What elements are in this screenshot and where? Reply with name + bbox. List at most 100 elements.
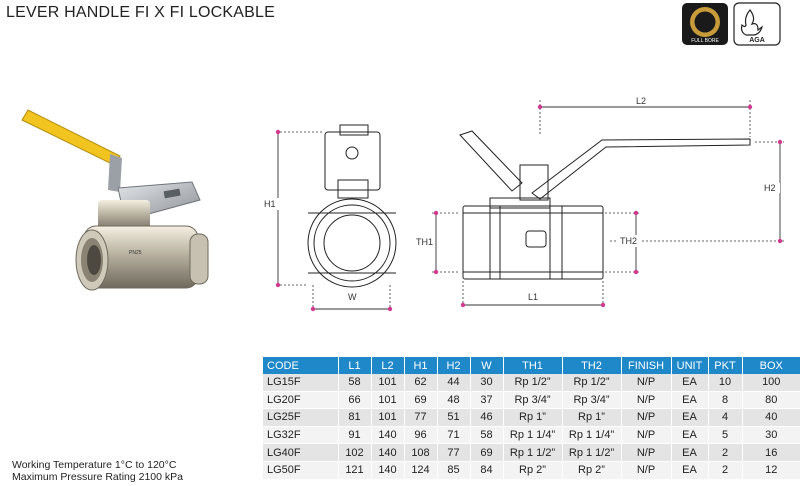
- table-cell: 62: [403, 374, 437, 392]
- table-cell: EA: [670, 426, 708, 445]
- table-cell: 121: [337, 461, 371, 480]
- table-cell: 30: [469, 374, 503, 392]
- table-cell: 8: [707, 391, 742, 410]
- table-cell: 16: [741, 443, 800, 462]
- table-cell: 69: [403, 391, 437, 410]
- table-cell: LG25F: [263, 408, 338, 427]
- table-cell: 58: [337, 374, 371, 392]
- table-cell: LG50F: [263, 461, 338, 480]
- table-cell: 124: [403, 461, 437, 480]
- valve-photo: PN25: [14, 108, 230, 308]
- table-cell: EA: [670, 391, 708, 410]
- table-cell: 12: [741, 461, 800, 480]
- table-cell: Rp 3/4”: [561, 391, 621, 410]
- column-header: TH2: [561, 357, 621, 374]
- table-cell: 48: [436, 391, 470, 410]
- table-cell: Rp 1 1/4”: [561, 426, 621, 445]
- table-cell: 46: [469, 408, 503, 427]
- table-cell: 66: [337, 391, 371, 410]
- table-cell: 4: [707, 408, 742, 427]
- end-view-body: [307, 198, 397, 288]
- table-cell: 2: [707, 443, 742, 462]
- table-cell: 140: [370, 426, 404, 445]
- l1-label: L1: [528, 292, 538, 302]
- table-cell: 69: [469, 443, 503, 462]
- column-header: PKT: [707, 357, 742, 374]
- table-cell: 71: [436, 426, 470, 445]
- table-cell: Rp 1/2”: [502, 374, 562, 392]
- table-cell: 51: [436, 408, 470, 427]
- table-cell: LG15F: [263, 374, 338, 392]
- column-header: CODE: [263, 357, 338, 374]
- table-cell: 102: [337, 443, 371, 462]
- table-cell: N/P: [620, 426, 671, 445]
- table-cell: 30: [741, 426, 800, 445]
- table-cell: Rp 1 1/2”: [561, 443, 621, 462]
- table-cell: 101: [370, 408, 404, 427]
- table-cell: LG40F: [263, 443, 338, 462]
- table-cell: EA: [670, 408, 708, 427]
- side-view-lever: [531, 138, 751, 200]
- table-cell: 58: [469, 426, 503, 445]
- table-cell: 108: [403, 443, 437, 462]
- table-cell: N/P: [620, 374, 671, 392]
- table-cell: EA: [670, 374, 708, 392]
- column-header: UNIT: [670, 357, 708, 374]
- table-cell: 40: [741, 408, 800, 427]
- working-temperature: Working Temperature 1°C to 120°C: [12, 459, 177, 471]
- table-cell: 81: [337, 408, 371, 427]
- table-cell: 37: [469, 391, 503, 410]
- column-header: H1: [403, 357, 437, 374]
- table-cell: Rp 1”: [561, 408, 621, 427]
- flame-icon: [740, 9, 764, 36]
- table-cell: 100: [741, 374, 800, 392]
- table-cell: Rp 1”: [502, 408, 562, 427]
- column-header: H2: [436, 357, 470, 374]
- yellow-lever-handle: [21, 109, 121, 167]
- certification-logos: FULL BORE AGA: [672, 2, 792, 46]
- table-cell: 84: [469, 461, 503, 480]
- table-cell: 5: [707, 426, 742, 445]
- table-cell: 91: [337, 426, 371, 445]
- table-cell: N/P: [620, 391, 671, 410]
- table-cell: 10: [707, 374, 742, 392]
- column-header: W: [469, 357, 503, 374]
- table-cell: EA: [670, 443, 708, 462]
- aga-text: AGA: [749, 37, 765, 44]
- table-cell: N/P: [620, 443, 671, 462]
- table-cell: 2: [707, 461, 742, 480]
- table-cell: Rp 1/2”: [561, 374, 621, 392]
- table-cell: 80: [741, 391, 800, 410]
- column-header: L2: [370, 357, 404, 374]
- table-cell: 44: [436, 374, 470, 392]
- table-cell: Rp 2”: [561, 461, 621, 480]
- table-cell: LG32F: [263, 426, 338, 445]
- table-cell: Rp 3/4”: [502, 391, 562, 410]
- valve-marking: PN25: [129, 250, 142, 256]
- table-cell: 77: [436, 443, 470, 462]
- table-cell: Rp 1 1/4”: [502, 426, 562, 445]
- table-cell: N/P: [620, 461, 671, 480]
- table-cell: 96: [403, 426, 437, 445]
- w-label: W: [348, 292, 357, 302]
- table-cell: Rp 2”: [502, 461, 562, 480]
- table-cell: Rp 1 1/2”: [502, 443, 562, 462]
- h1-label: H1: [264, 199, 276, 209]
- th1-label: TH1: [416, 237, 433, 247]
- column-header: BOX: [741, 357, 800, 374]
- table-cell: 77: [403, 408, 437, 427]
- table-cell: 101: [370, 374, 404, 392]
- th2-label: TH2: [620, 236, 637, 246]
- column-header: TH1: [502, 357, 562, 374]
- table-cell: 140: [370, 461, 404, 480]
- l2-label: L2: [636, 96, 646, 106]
